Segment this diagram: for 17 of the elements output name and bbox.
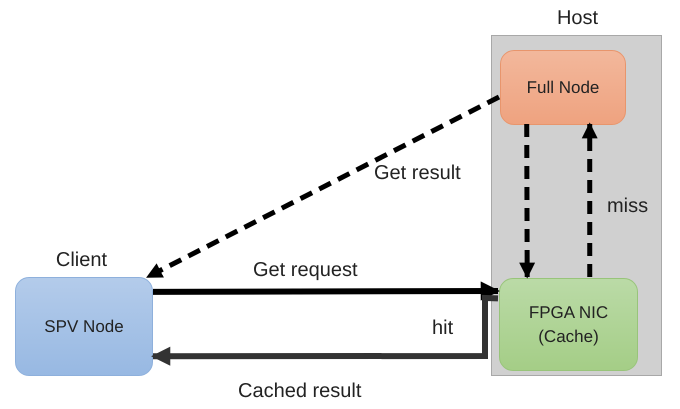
process-box — [500, 50, 626, 125]
arrow — [582, 122, 598, 277]
arrow — [519, 124, 536, 279]
node-label: Full Node — [526, 76, 600, 98]
arrow — [151, 294, 498, 366]
edge-label: Get result — [374, 161, 461, 186]
edge-label: Cached result — [238, 379, 362, 404]
process-box — [499, 278, 638, 371]
node-label: FPGA NIC (Cache) — [528, 302, 610, 348]
arrow — [153, 281, 500, 301]
edge-label: miss — [607, 194, 648, 219]
node-heading: Host — [556, 6, 600, 31]
node-heading: Client — [54, 248, 108, 273]
node-label: SPV Node — [43, 316, 125, 338]
edge-label: Get request — [253, 258, 358, 283]
arrow — [146, 94, 500, 280]
annotation-label: hit — [432, 316, 454, 341]
